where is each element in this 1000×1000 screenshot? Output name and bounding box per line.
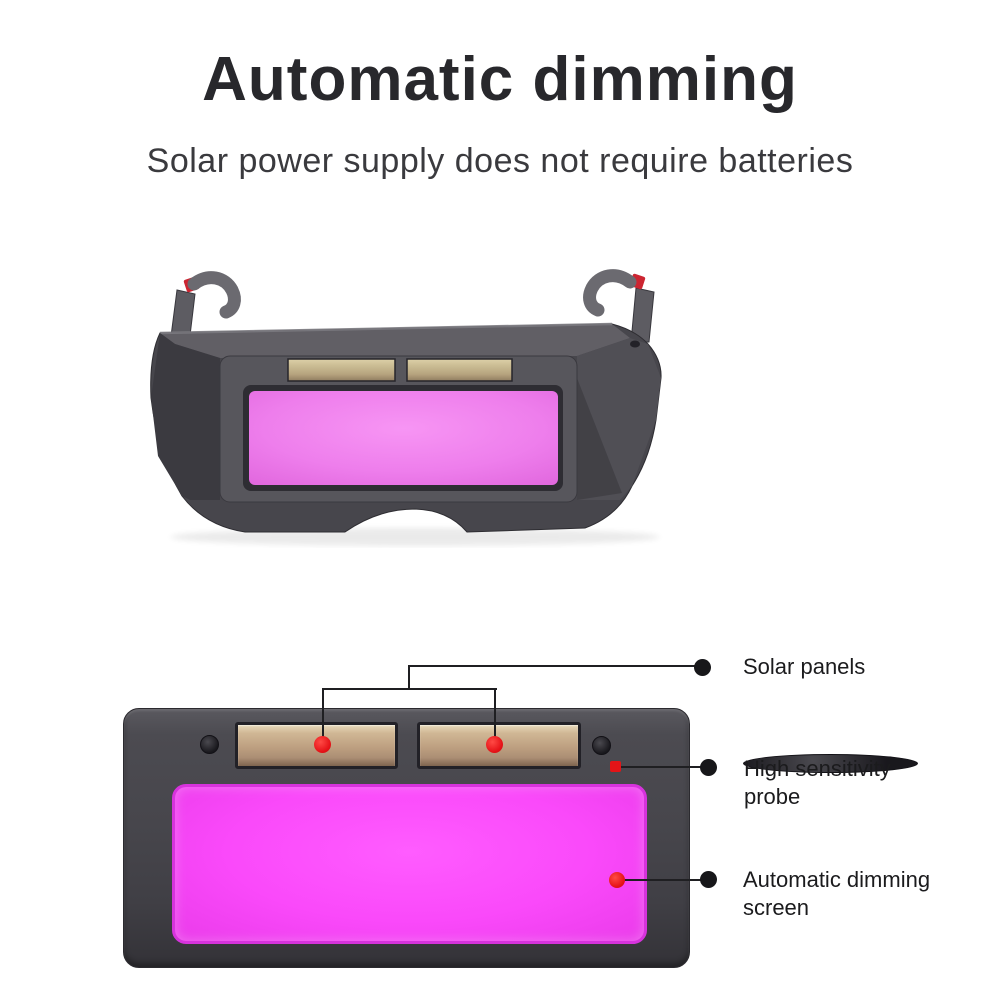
- marker-red-dot-icon-panel-left: [314, 736, 331, 753]
- page-subtitle: Solar power supply does not require batt…: [146, 142, 854, 180]
- callout-endpoint-dot-icon-probe: [700, 759, 717, 776]
- callout-line-screen: [616, 879, 710, 881]
- solar-panel-right-photo: [406, 358, 513, 382]
- callout-line-solar-mid: [408, 665, 410, 690]
- callout-line-probe: [614, 766, 710, 768]
- callout-endpoint-dot-icon-solar: [694, 659, 711, 676]
- callout-label-dimming-screen: Automatic dimming screen: [743, 867, 931, 920]
- temple-left: [169, 271, 241, 345]
- callout-line-solar-top: [408, 665, 704, 667]
- marker-red-dot-icon-panel-right: [486, 736, 503, 753]
- lens-screen: [249, 391, 558, 485]
- callout-line-solar-left: [322, 688, 324, 745]
- probe-lens-icon-right: [592, 736, 611, 755]
- temple-right: [583, 269, 655, 343]
- callout-line-solar-bracket: [322, 688, 497, 690]
- glasses-left-facet: [151, 333, 220, 500]
- callout-label-probe: High sensitivity probe: [743, 754, 918, 809]
- callout-label-solar-panels: Solar panels: [743, 654, 866, 679]
- page-title: Automatic dimming: [202, 45, 798, 114]
- glasses-top-face: [160, 324, 630, 358]
- callout-endpoint-dot-icon-screen: [700, 871, 717, 888]
- marker-red-square-icon-probe: [610, 761, 621, 772]
- hinge-recess-right: [630, 340, 640, 348]
- welding-glasses-photo: [150, 269, 662, 546]
- probe-lens-icon-left: [200, 735, 219, 754]
- solar-panel-left-photo: [287, 358, 396, 382]
- marker-red-dot-icon-screen: [609, 872, 625, 888]
- callout-line-solar-right: [494, 688, 496, 745]
- auto-dimming-screen: [172, 784, 647, 944]
